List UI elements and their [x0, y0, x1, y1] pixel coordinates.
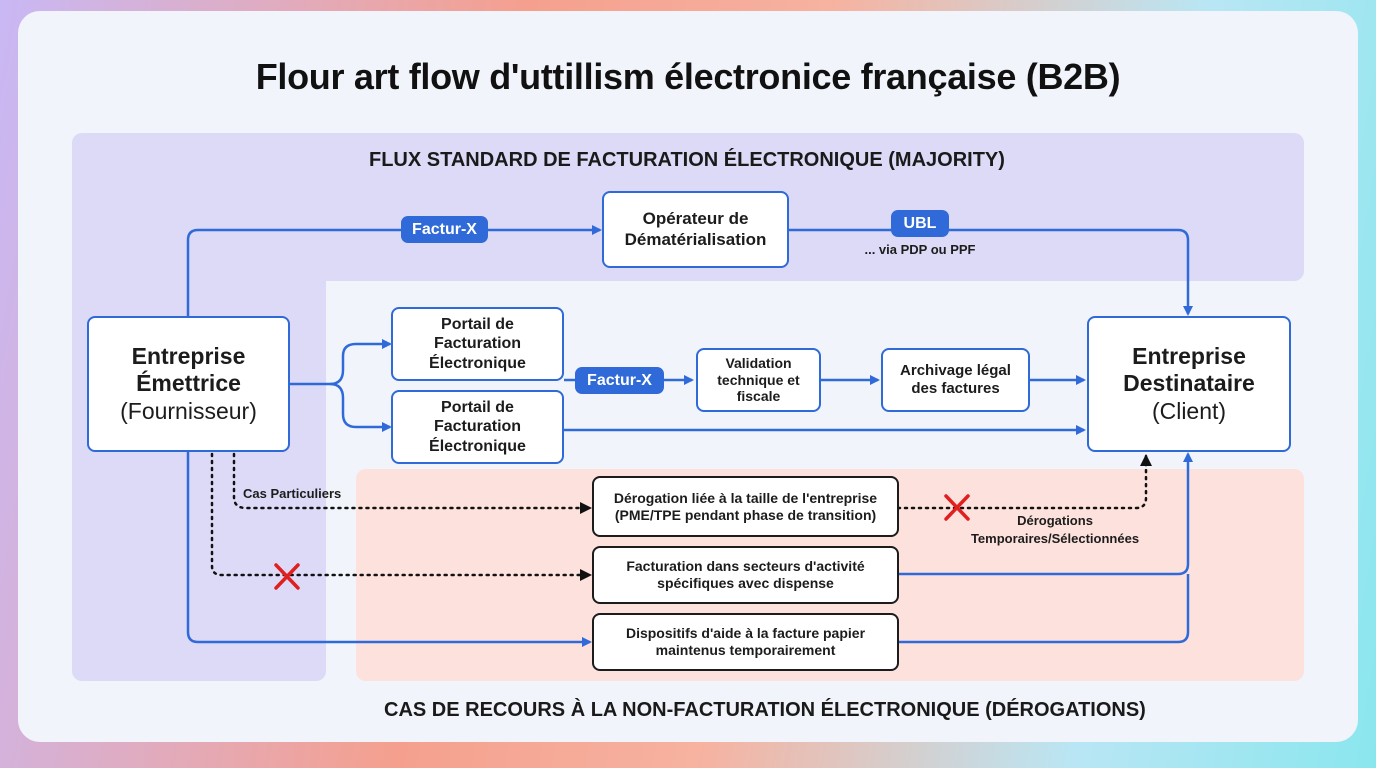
derogation-size-node: Dérogation liée à la taille de l'entrepr… [592, 476, 899, 537]
derogations-note-line1: Dérogations [1017, 513, 1093, 528]
derog-paper-line2: maintenus temporairement [655, 642, 836, 658]
cas-particuliers-note: Cas Particuliers [243, 486, 342, 501]
archive-line2: des factures [911, 380, 1000, 397]
validation-node: Validation technique et fiscale [696, 348, 821, 412]
cross-mark-size [944, 494, 970, 521]
validation-line3: fiscale [736, 388, 781, 405]
ubl-tag: UBL [891, 210, 949, 237]
archive-node: Archivage légal des factures [881, 348, 1030, 412]
emitter-line2: Émettrice [136, 370, 241, 397]
derogations-note: Dérogations Temporaires/Sélectionnées [950, 512, 1160, 547]
facturx-tag-mid: Factur-X [575, 367, 664, 394]
derogation-section-label: CAS DE RECOURS À LA NON-FACTURATION ÉLEC… [384, 699, 1146, 721]
portal2-line2: Facturation [433, 418, 522, 436]
derog-sector-line1: Facturation dans secteurs d'activité [626, 558, 865, 575]
dotted-emitter-to-sector [210, 452, 592, 581]
arrow-emitter-to-paper [186, 452, 592, 647]
facturx-tag-top: Factur-X [401, 216, 488, 243]
validation-line2: technique et [717, 371, 800, 388]
portal1-line3: Électronique [429, 354, 526, 372]
portal2-line1: Portail de [441, 399, 514, 417]
recipient-line2: Destinataire [1123, 370, 1255, 397]
standard-flow-label: FLUX STANDARD DE FACTURATION ÉLECTRONIQU… [369, 149, 1005, 171]
emitter-node: Entreprise Émettrice (Fournisseur) [87, 316, 290, 452]
dotted-emitter-to-size [232, 452, 592, 514]
dotted-size-to-recipient [896, 454, 1152, 510]
archive-line1: Archivage légal [900, 362, 1011, 379]
portal1-line1: Portail de [441, 316, 514, 334]
arrow-paper-to-recipient [898, 574, 1190, 644]
derogation-sector-node: Facturation dans secteurs d'activité spé… [592, 546, 899, 604]
portal-node-1: Portail de Facturation Électronique [391, 307, 564, 381]
arrow-emitter-to-operator [186, 225, 602, 318]
cross-mark-sector [274, 563, 300, 590]
emitter-line1: Entreprise [131, 342, 246, 369]
arrow-emitter-to-portal2 [329, 382, 392, 432]
via-pdp-ppf-note: ... via PDP ou PPF [864, 242, 976, 257]
arrow-sector-to-recipient [898, 452, 1193, 576]
derog-size-line2: (PME/TPE pendant phase de transition) [614, 506, 877, 523]
portal1-line2: Facturation [433, 335, 522, 353]
operator-line1: Opérateur de [642, 209, 749, 229]
recipient-line3: (Client) [1151, 397, 1227, 424]
recipient-line1: Entreprise [1132, 342, 1246, 369]
portal2-line3: Électronique [429, 437, 526, 455]
derog-paper-line1: Dispositifs d'aide à la facture papier [625, 625, 866, 642]
arrow-operator-to-recipient [788, 228, 1193, 316]
validation-line1: Validation [725, 354, 792, 371]
derog-size-line1: Dérogation liée à la taille de l'entrepr… [613, 489, 878, 506]
arrow-emitter-to-portal1 [290, 339, 392, 386]
diagram-title: Flour art flow d'uttillism électronice f… [255, 56, 1121, 97]
recipient-node: Entreprise Destinataire (Client) [1087, 316, 1291, 452]
operator-line2: Dématérialisation [624, 229, 767, 249]
portal-node-2: Portail de Facturation Électronique [391, 390, 564, 464]
derogations-note-line2: Temporaires/Sélectionnées [970, 530, 1140, 546]
operator-node: Opérateur de Dématérialisation [602, 191, 789, 268]
derog-sector-line2: spécifiques avec dispense [657, 575, 834, 591]
derogation-paper-node: Dispositifs d'aide à la facture papier m… [592, 613, 899, 671]
emitter-line3: (Fournisseur) [120, 397, 257, 424]
